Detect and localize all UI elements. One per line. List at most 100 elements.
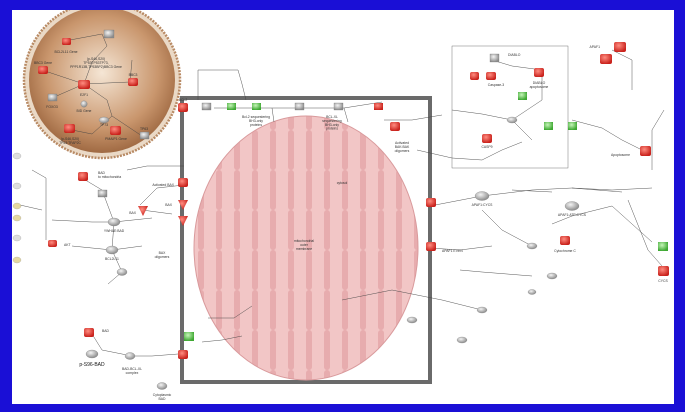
foxo3-label: FOXO3 (46, 105, 58, 109)
tp73-label: TP73 (100, 123, 108, 127)
apaf1-atp-label: APAF1:ATP:CYCS (558, 213, 587, 217)
bid-gene-label: BID Gene (77, 109, 92, 113)
pmaip1-gene-label: PMAIP1 Gene (105, 137, 127, 141)
cytochrome-c-node[interactable]: Cytochrome C (554, 236, 576, 253)
bax-cluster-label: BAX (129, 211, 137, 215)
tp63-label: TP63 (140, 127, 148, 131)
bcl-xl-node[interactable] (184, 332, 194, 341)
nucleus-compartment (22, 10, 182, 160)
left-bad-lower-node[interactable]: BAD (84, 328, 110, 337)
left-complex-node-3[interactable] (116, 268, 128, 276)
cytoplasmic-bad-node[interactable] (156, 382, 168, 390)
membrane-node-2[interactable] (227, 103, 236, 110)
right-complex-node-4[interactable] (476, 306, 488, 314)
edge-node-2[interactable] (12, 182, 22, 190)
ywhae-node[interactable] (107, 217, 121, 227)
bax-membrane-label: BAX (165, 203, 173, 207)
diablo-top-label: DIABLO (508, 53, 521, 57)
edge-node-5[interactable] (12, 234, 22, 242)
apoptosome-node[interactable]: Apoptosome (611, 146, 651, 157)
apaf1-even-node[interactable] (426, 242, 436, 251)
bak-node[interactable] (178, 350, 188, 359)
bid-gene-node[interactable]: BID Gene (77, 100, 92, 113)
bcl2l11-label: BCL2L11 (105, 257, 119, 261)
bbc3-gene-node[interactable]: BBC3 Gene (34, 61, 52, 74)
cycs-node[interactable]: CYCS (658, 266, 669, 283)
akt-node[interactable] (48, 240, 57, 247)
p-s96-bad-label: p-S96-BAD (79, 362, 105, 368)
right-complex-node-5[interactable] (456, 336, 468, 344)
e2f1-label: E2F1 (80, 93, 88, 97)
membrane-node-3[interactable] (252, 103, 261, 110)
apoptosome-label: Apoptosome (611, 153, 630, 157)
foxo3-node[interactable]: FOXO3 (46, 93, 58, 109)
right-complex-node-2[interactable] (526, 242, 538, 250)
apaf1-cycs-node[interactable]: APAF1:CYCS (472, 191, 494, 208)
pathway-diagram: BCL2L11 Gene (p-S46,S20)TP53TP53TP73,PPP… (12, 10, 669, 401)
bcl2-node[interactable]: BCL2 (178, 98, 188, 112)
left-edges (19, 169, 179, 357)
activated-bax-node[interactable]: Activated BAX (152, 178, 188, 187)
membrane-node-1[interactable] (201, 102, 212, 111)
right-complex-node-7[interactable] (527, 289, 537, 295)
apaf1-node[interactable]: APAF1 (590, 42, 627, 64)
tp53-tp73-complex-node[interactable]: (p-S46,S20)TP53TP53TP73,PPP1R13B,TP53BP2… (70, 29, 122, 69)
right-complex-node-6[interactable] (406, 316, 418, 324)
pathway-canvas[interactable]: BCL2L11 Gene (p-S46,S20)TP53TP53TP73,PPP… (12, 10, 674, 404)
edge-node-3[interactable] (12, 202, 22, 210)
bad-intermediate-node[interactable] (97, 189, 108, 198)
right-green-node-4[interactable] (658, 242, 668, 251)
xiap-node[interactable] (470, 72, 479, 80)
pmaip1-gene-node[interactable]: PMAIP1 Gene (105, 126, 127, 141)
casp9-node[interactable]: CASP9 (481, 134, 493, 149)
tp73-node[interactable]: TP73 (98, 116, 110, 127)
bad-lower-label: BAD (102, 329, 110, 333)
apaf1-atp-node[interactable]: APAF1:ATP:CYCS (558, 201, 587, 218)
casp3-node[interactable]: Caspase-3 (486, 72, 504, 87)
edge-node-4[interactable] (12, 214, 22, 222)
bbc3-node[interactable]: BBC3 (128, 73, 138, 86)
bax-membrane-node[interactable]: BAX (165, 200, 188, 210)
right-green-node-1[interactable] (518, 92, 527, 100)
bax-membrane-node-2[interactable] (178, 216, 188, 226)
edge-node-1[interactable] (12, 152, 22, 160)
cycs-release-node[interactable] (426, 198, 436, 207)
ywhae-label: YWHAE:BAD (104, 229, 125, 233)
right-complex-node-1[interactable] (506, 116, 518, 124)
p-s96-bad-node[interactable]: p-S96-BAD (79, 349, 105, 368)
bbc3-label: BBC3 (129, 73, 138, 77)
membrane-node-4[interactable] (294, 102, 305, 111)
right-green-node-3[interactable] (568, 122, 577, 130)
e2f1-node[interactable]: E2F1 (78, 80, 90, 97)
right-edges (451, 45, 665, 267)
edge-node-6[interactable] (12, 256, 22, 264)
bcl2l11-gene-label: BCL2L11 Gene (54, 50, 77, 54)
casp9-label: CASP9 (481, 145, 492, 149)
activated-bax-label: Activated BAX (152, 183, 174, 187)
diablo-node-top[interactable]: DIABLO (489, 53, 521, 63)
tp53-tfap2c-node[interactable]: (p-S46,S20)TP53:TFAP2C (59, 124, 81, 145)
right-green-node-2[interactable] (544, 122, 553, 130)
membrane-node-6[interactable] (374, 103, 383, 110)
bcl2l11-complex-node[interactable] (105, 245, 119, 255)
bax-cluster-node[interactable]: BAX (129, 206, 148, 216)
membrane-node-5[interactable] (333, 102, 344, 111)
bcl2l11-gene-node[interactable]: BCL2L11 Gene (54, 38, 78, 54)
tp53-targets-label: (p-S46,S20)TP53TP53TP73,PPP1R13B,TP53BP2… (70, 57, 122, 69)
cycs-label: CYCS (658, 279, 668, 283)
bad-complex-node[interactable] (124, 352, 136, 360)
apaf1-cycs-label: APAF1:CYCS (472, 203, 494, 207)
tp63-node[interactable]: TP63 (139, 127, 150, 140)
right-complex-node-3[interactable] (546, 272, 558, 280)
cytosol-label: cytosol (337, 181, 348, 185)
